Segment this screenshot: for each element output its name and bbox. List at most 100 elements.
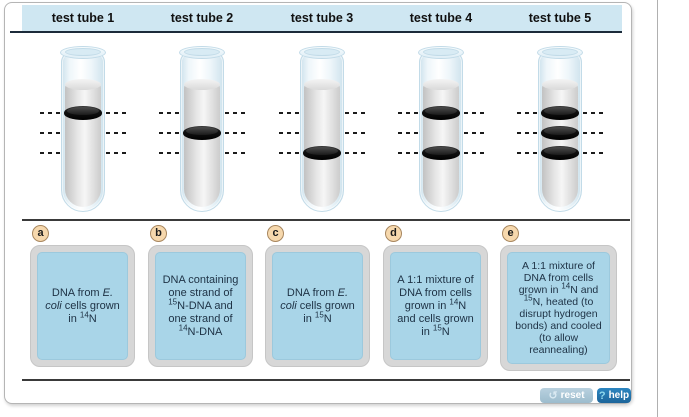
- test-tube-4[interactable]: [418, 46, 464, 212]
- dna-band-bottom: [422, 146, 460, 160]
- level-marker-dashes: [225, 132, 245, 134]
- level-marker-dashes: [345, 112, 365, 114]
- level-marker-dashes: [279, 112, 299, 114]
- tube-liquid: [423, 79, 459, 207]
- reset-button-label: reset: [560, 390, 585, 401]
- level-marker-dashes: [159, 152, 179, 154]
- frame-divider-line: [657, 0, 658, 417]
- dna-band-highlight: [544, 107, 576, 115]
- separator-line-tubes: [22, 219, 630, 221]
- answer-card-text: DNA from E. coli cells grown in 14N: [45, 286, 120, 325]
- level-marker-dashes: [40, 112, 60, 114]
- help-icon: ?: [598, 389, 606, 402]
- dna-band-middle: [183, 126, 221, 140]
- level-marker-dashes: [40, 132, 60, 134]
- level-marker-dashes: [583, 112, 603, 114]
- tube-rim-inner: [65, 48, 101, 56]
- help-button[interactable]: ? help: [597, 388, 631, 403]
- test-tube-5[interactable]: [537, 46, 583, 212]
- level-marker-dashes: [517, 152, 537, 154]
- test-tube-1[interactable]: [60, 46, 106, 212]
- level-marker-dashes: [398, 112, 418, 114]
- tube-rim-inner: [423, 48, 459, 56]
- tube-rim: [418, 46, 464, 59]
- dna-band-highlight: [425, 107, 457, 115]
- liquid-surface: [423, 79, 459, 90]
- answer-card-inner: DNA from E. coli cells grown in 14N: [37, 252, 128, 360]
- tube-liquid: [542, 79, 578, 207]
- tube-rim-inner: [304, 48, 340, 56]
- level-marker-dashes: [464, 112, 484, 114]
- test-tube-2[interactable]: [179, 46, 225, 212]
- help-button-label: help: [608, 390, 630, 401]
- level-marker-dashes: [106, 152, 126, 154]
- answer-card-inner: DNA from E. coli cells grown in 15N: [272, 252, 363, 360]
- answer-card-text: DNA containing one strand of 15N-DNA and…: [162, 273, 239, 338]
- column-header-3: test tube 3: [290, 11, 354, 25]
- liquid-surface: [184, 79, 220, 90]
- option-letter-e: e: [502, 225, 519, 242]
- level-marker-dashes: [159, 132, 179, 134]
- level-marker-dashes: [159, 112, 179, 114]
- option-letter-b: b: [150, 225, 167, 242]
- level-marker-dashes: [398, 132, 418, 134]
- answer-card-inner: DNA containing one strand of 15N-DNA and…: [155, 252, 246, 360]
- level-marker-dashes: [345, 152, 365, 154]
- dna-band-top: [422, 106, 460, 120]
- answer-card-d[interactable]: A 1:1 mixture of DNA from cells grown in…: [383, 245, 488, 367]
- level-marker-dashes: [464, 132, 484, 134]
- level-marker-dashes: [517, 112, 537, 114]
- level-marker-dashes: [279, 132, 299, 134]
- level-marker-dashes: [517, 132, 537, 134]
- level-marker-dashes: [345, 132, 365, 134]
- reset-icon: ↺: [548, 389, 558, 402]
- level-marker-dashes: [225, 152, 245, 154]
- level-marker-dashes: [225, 112, 245, 114]
- tube-rim: [537, 46, 583, 59]
- dna-band-highlight: [186, 127, 218, 135]
- column-header-1: test tube 1: [51, 11, 115, 25]
- test-tube-3[interactable]: [299, 46, 345, 212]
- column-header-5: test tube 5: [528, 11, 592, 25]
- answer-card-a[interactable]: DNA from E. coli cells grown in 14N: [30, 245, 135, 367]
- option-letter-c: c: [267, 225, 284, 242]
- dna-band-highlight: [425, 147, 457, 155]
- option-letter-a: a: [32, 225, 49, 242]
- tube-rim-inner: [542, 48, 578, 56]
- answer-card-text: DNA from E. coli cells grown in 15N: [280, 286, 355, 325]
- answer-card-inner: A 1:1 mixture of DNA from cells grown in…: [390, 252, 481, 360]
- header-underline: [10, 31, 622, 33]
- answer-card-b[interactable]: DNA containing one strand of 15N-DNA and…: [148, 245, 253, 367]
- dna-band-highlight: [544, 127, 576, 135]
- dna-band-highlight: [67, 107, 99, 115]
- dna-band-top: [64, 106, 102, 120]
- dna-band-bottom: [303, 146, 341, 160]
- tube-liquid: [304, 79, 340, 207]
- dna-band-middle: [541, 126, 579, 140]
- tube-liquid: [184, 79, 220, 207]
- tube-rim: [60, 46, 106, 59]
- separator-line-cards: [22, 379, 630, 381]
- header-band: [22, 5, 622, 31]
- answer-card-text: A 1:1 mixture of DNA from cells grown in…: [515, 260, 602, 356]
- dna-band-top: [541, 106, 579, 120]
- column-header-2: test tube 2: [170, 11, 234, 25]
- level-marker-dashes: [279, 152, 299, 154]
- answer-card-c[interactable]: DNA from E. coli cells grown in 15N: [265, 245, 370, 367]
- answer-card-e[interactable]: A 1:1 mixture of DNA from cells grown in…: [500, 245, 617, 371]
- tube-rim-inner: [184, 48, 220, 56]
- level-marker-dashes: [464, 152, 484, 154]
- dna-band-bottom: [541, 146, 579, 160]
- answer-card-inner: A 1:1 mixture of DNA from cells grown in…: [507, 252, 610, 364]
- level-marker-dashes: [398, 152, 418, 154]
- option-letter-d: d: [385, 225, 402, 242]
- column-header-4: test tube 4: [409, 11, 473, 25]
- dna-band-highlight: [544, 147, 576, 155]
- dna-band-highlight: [306, 147, 338, 155]
- tube-rim: [179, 46, 225, 59]
- tube-liquid: [65, 79, 101, 207]
- reset-button[interactable]: ↺ reset: [540, 388, 593, 403]
- liquid-surface: [304, 79, 340, 90]
- level-marker-dashes: [583, 132, 603, 134]
